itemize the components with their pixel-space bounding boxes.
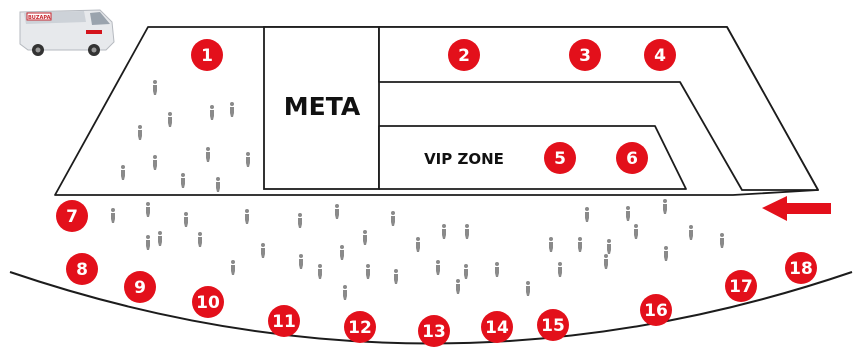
marker-13: 13 (418, 315, 450, 347)
person-icon (245, 209, 249, 224)
marker-14: 14 (481, 311, 513, 343)
person-icon (663, 199, 667, 214)
person-icon (456, 279, 460, 294)
person-icon (138, 125, 142, 140)
person-icon (394, 269, 398, 284)
marker-label: 14 (485, 318, 509, 338)
person-icon (363, 230, 367, 245)
marker-9: 9 (124, 271, 156, 303)
marker-label: 6 (626, 149, 638, 169)
marker-11: 11 (268, 305, 300, 337)
person-icon (549, 237, 553, 252)
marker-8: 8 (66, 253, 98, 285)
person-icon (111, 208, 115, 223)
van-icon: BUZAPA (19, 9, 115, 56)
marker-1: 1 (191, 39, 223, 71)
person-icon (689, 225, 693, 240)
person-icon (495, 262, 499, 277)
marker-label: 12 (348, 318, 372, 338)
person-icon (216, 177, 220, 192)
marker-12: 12 (344, 311, 376, 343)
person-icon (664, 246, 668, 261)
marker-18: 18 (785, 252, 817, 284)
person-icon (626, 206, 630, 221)
marker-label: 13 (422, 322, 446, 342)
marker-6: 6 (616, 142, 648, 174)
person-icon (607, 239, 611, 254)
crowd (111, 80, 724, 300)
marker-3: 3 (569, 39, 601, 71)
person-icon (230, 102, 234, 117)
person-icon (231, 260, 235, 275)
van-brand-text: BUZAPA (28, 15, 51, 21)
marker-17: 17 (725, 270, 757, 302)
person-icon (246, 152, 250, 167)
person-icon (153, 155, 157, 170)
person-icon (181, 173, 185, 188)
meta-zone (263, 26, 380, 190)
person-icon (335, 204, 339, 219)
marker-label: 1 (201, 46, 213, 66)
marker-label: 15 (541, 316, 565, 336)
person-icon (442, 224, 446, 239)
marker-label: 9 (134, 278, 146, 298)
person-icon (210, 105, 214, 120)
person-icon (146, 202, 150, 217)
meta-label: META (284, 92, 361, 121)
person-icon (261, 243, 265, 258)
person-icon (436, 260, 440, 275)
person-icon (416, 237, 420, 252)
marker-15: 15 (537, 309, 569, 341)
marker-label: 4 (654, 46, 666, 66)
marker-label: 18 (789, 259, 813, 279)
marker-label: 5 (554, 149, 566, 169)
person-icon (121, 165, 125, 180)
marker-label: 8 (76, 260, 88, 280)
person-icon (298, 213, 302, 228)
vip-zone (378, 125, 687, 190)
person-icon (604, 254, 608, 269)
person-icon (464, 264, 468, 279)
marker-label: 7 (66, 207, 78, 227)
marker-label: 10 (196, 293, 220, 313)
person-icon (158, 231, 162, 246)
marker-7: 7 (56, 200, 88, 232)
person-icon (465, 224, 469, 239)
vip-zone-label: VIP ZONE (424, 150, 504, 168)
person-icon (634, 224, 638, 239)
person-icon (391, 211, 395, 226)
marker-label: 17 (729, 277, 753, 297)
person-icon (578, 237, 582, 252)
person-icon (146, 235, 150, 250)
marker-label: 11 (272, 312, 296, 332)
person-icon (184, 212, 188, 227)
person-icon (153, 80, 157, 95)
person-icon (720, 233, 724, 248)
person-icon (526, 281, 530, 296)
person-icon (299, 254, 303, 269)
marker-10: 10 (192, 286, 224, 318)
marker-5: 5 (544, 142, 576, 174)
person-icon (198, 232, 202, 247)
marker-2: 2 (448, 39, 480, 71)
marker-4: 4 (644, 39, 676, 71)
person-icon (343, 285, 347, 300)
upper-track (378, 26, 819, 191)
marker-label: 3 (579, 46, 591, 66)
person-icon (168, 112, 172, 127)
person-icon (206, 147, 210, 162)
marker-label: 2 (458, 46, 470, 66)
arrow-left-icon (762, 196, 831, 221)
person-icon (366, 264, 370, 279)
person-icon (558, 262, 562, 277)
person-icon (340, 245, 344, 260)
person-icon (585, 207, 589, 222)
marker-label: 16 (644, 301, 668, 321)
person-icon (318, 264, 322, 279)
marker-16: 16 (640, 294, 672, 326)
